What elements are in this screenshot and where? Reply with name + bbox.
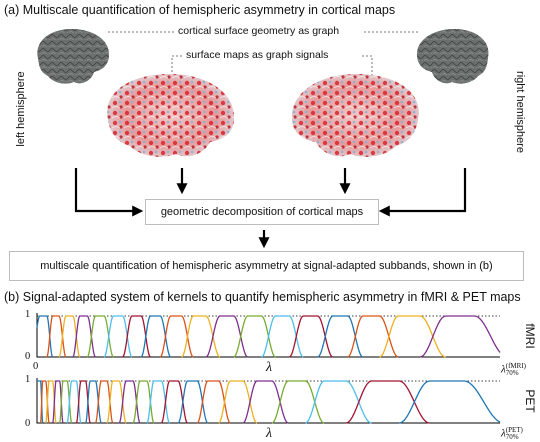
pet-kernel-15 xyxy=(177,380,209,424)
pet-x-end-label: λ(PET)70% xyxy=(501,427,523,441)
pet-axes xyxy=(36,378,500,424)
pet-x-axis-label: λ xyxy=(266,426,273,441)
fmri-kernel-10 xyxy=(181,315,221,358)
fmri-x-end-label: λ(fMRI)70% xyxy=(501,363,526,377)
pet-kernel-18 xyxy=(242,380,289,424)
pet-kernel-19 xyxy=(271,380,325,424)
pet-y-tick-0: 0 xyxy=(25,418,31,429)
quantification-box: multiscale quantification of hemispheric… xyxy=(9,251,524,281)
right-hemisphere-surface-image xyxy=(416,28,489,84)
pet-kernel-21 xyxy=(345,380,430,424)
fmri-x-end-sup: (fMRI) xyxy=(505,362,526,370)
pet-kernel-20 xyxy=(305,380,372,424)
pet-x-end-sup: (PET) xyxy=(505,426,523,434)
signals-label: surface maps as graph signals xyxy=(186,49,329,61)
fmri-x-tick-0: 0 xyxy=(33,361,39,372)
fmri-y-tick-1: 1 xyxy=(25,309,31,320)
right-surface-map-image xyxy=(291,74,419,157)
left-hemisphere-surface-image xyxy=(37,28,110,84)
pet-x-end-base: λ xyxy=(501,427,506,440)
fmri-kernel-17 xyxy=(379,315,446,358)
pet-kernel-22 xyxy=(399,380,501,424)
leader-lines xyxy=(108,31,418,78)
panel-a-heading: (a) Multiscale quantification of hemisph… xyxy=(4,3,396,17)
fmri-kernel-18 xyxy=(419,315,501,358)
pet-kernel-14 xyxy=(160,380,188,424)
fmri-y-tick-0: 0 xyxy=(25,351,31,362)
pet-kernel-17 xyxy=(218,380,258,424)
left-surface-map-image xyxy=(107,74,235,157)
pet-y-tick-1: 1 xyxy=(25,374,31,385)
decomposition-box: geometric decomposition of cortical maps xyxy=(145,199,379,225)
fmri-kernel-16 xyxy=(347,315,399,358)
pet-x-end-sub: 70% xyxy=(505,433,519,441)
pet-kernel-13 xyxy=(146,380,170,424)
fmri-x-end-sub: 70% xyxy=(505,369,519,377)
panel-b-heading: (b) Signal-adapted system of kernels to … xyxy=(4,290,521,304)
flow-arrows xyxy=(74,168,467,249)
geometry-label: cortical surface geometry as graph xyxy=(178,25,340,37)
fmri-axes xyxy=(36,313,500,358)
fmri-x-axis-label: λ xyxy=(266,360,273,375)
pet-kernel-16 xyxy=(196,380,231,424)
fmri-x-end-base: λ xyxy=(501,363,506,376)
